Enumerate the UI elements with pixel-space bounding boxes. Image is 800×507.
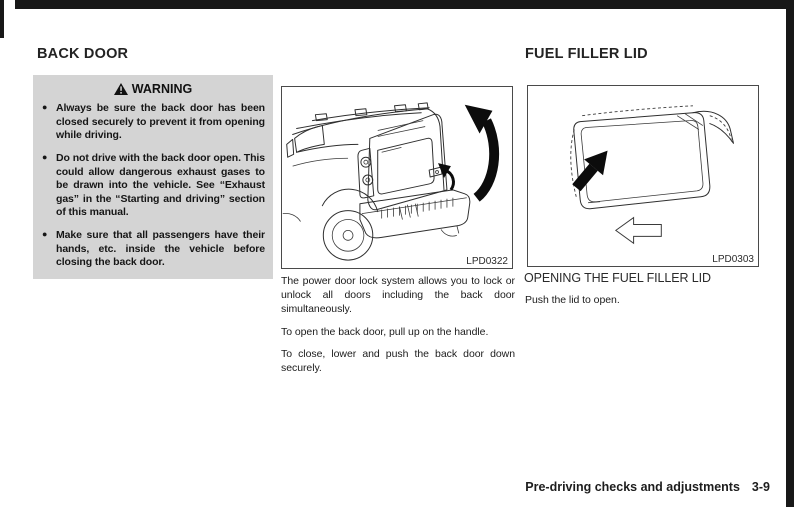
figure-caption: LPD0303 [709, 254, 754, 265]
bullet-icon: ● [42, 102, 48, 112]
suv-rear-illustration [282, 102, 500, 261]
paragraph: Push the lid to open. [525, 294, 620, 306]
door-open-arrow-icon [464, 104, 500, 202]
fuel-lid-body-text: Push the lid to open. [525, 294, 755, 308]
bullet-icon: ● [42, 229, 48, 240]
handle-arrow-icon [438, 163, 455, 191]
fuel-lid-illustration [570, 105, 734, 245]
warning-title-label: WARNING [131, 82, 193, 96]
fuel-filler-lid-heading: FUEL FILLER LID [525, 45, 648, 62]
footer-section-title: Pre-driving checks and adjustments [525, 480, 740, 494]
paragraph: To open the back door, pull up on the ha… [281, 325, 489, 338]
footer-page-number: 3-9 [751, 480, 770, 494]
warning-item: ●Make sure that all passengers have thei… [42, 229, 265, 269]
scan-frame-left [0, 0, 4, 38]
page-footer: Pre-driving checks and adjustments 3-9 [525, 480, 770, 494]
scan-frame-top [15, 0, 794, 9]
bullet-icon: ● [42, 151, 48, 162]
back-door-body-text: The power door lock system allows you to… [281, 275, 515, 385]
warning-box: WARNING ●Always be sure the back door ha… [33, 75, 273, 280]
warning-title: WARNING [41, 80, 265, 100]
fuel-filler-lid-figure: LPD0303 [527, 85, 759, 267]
back-door-heading: BACK DOOR [37, 45, 129, 62]
back-door-figure: LPD0322 [281, 86, 513, 269]
warning-item: ●Always be sure the back door has been c… [42, 102, 265, 142]
warning-item: ●Do not drive with the back door open. T… [42, 151, 265, 219]
push-arrow-icon [572, 150, 608, 192]
warning-list: ●Always be sure the back door has been c… [41, 102, 265, 270]
paragraph: To close, lower and push the back door d… [281, 348, 515, 375]
paragraph: The power door lock system allows you to… [281, 275, 515, 315]
opening-fuel-filler-lid-subheading: OPENING THE FUEL FILLER LID [524, 271, 711, 285]
figure-caption: LPD0322 [463, 256, 508, 267]
scan-frame-right [786, 0, 794, 507]
open-direction-arrow-icon [614, 216, 662, 245]
warning-triangle-icon [113, 83, 128, 95]
